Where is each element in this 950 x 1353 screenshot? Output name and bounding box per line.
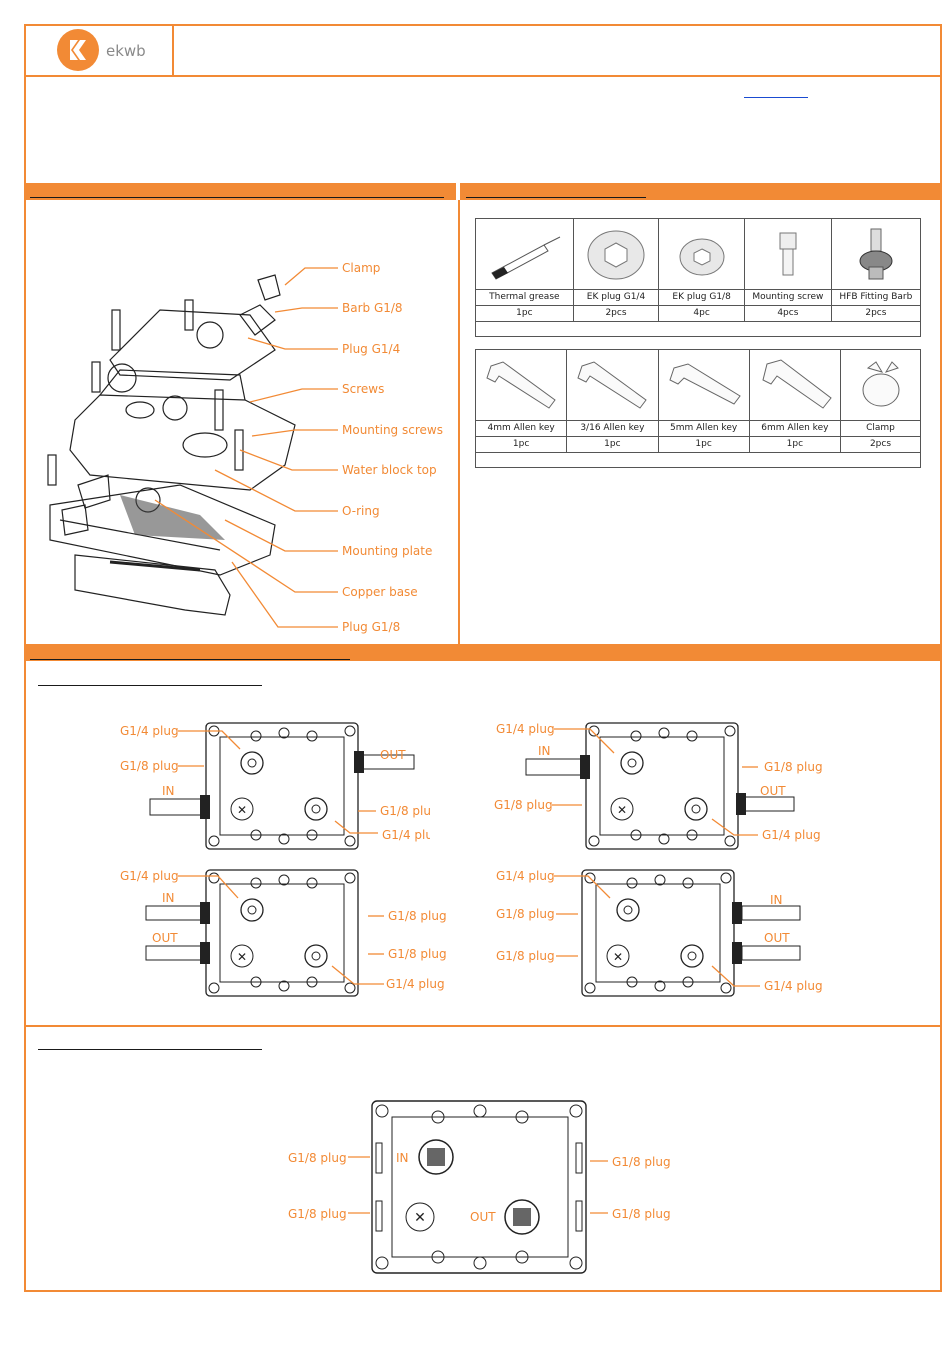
config-d-diagram: G1/4 plug G1/8 plug G1/8 plug IN OUT G1/… [496, 869, 823, 997]
config-a-label-5: G1/8 plug [380, 804, 430, 818]
acc-item-label: Mounting screw [743, 289, 832, 306]
svg-text:✕: ✕ [414, 1210, 426, 1226]
acc-item-label: HFB Fitting Barb [830, 289, 922, 306]
section-bar-divider [456, 183, 460, 200]
config-c-label-4: G1/8 plug [388, 909, 447, 923]
config-c-label-5: G1/8 plug [388, 947, 447, 961]
acc-item-qty: 1pc [566, 436, 659, 453]
config-d-label-6: G1/4 plug [764, 979, 823, 993]
acc-item-qty: 4pc [658, 305, 745, 322]
top-config-diagram: ✕ G1/8 plug G1/8 plug IN OUT G1/8 plug G… [288, 1100, 671, 1274]
clamp-image [840, 349, 921, 421]
acc-item-qty: 1pc [475, 305, 574, 322]
hfb-fitting-barb-image [830, 218, 922, 290]
top-config-label-left-1: G1/8 plug [288, 1151, 347, 1165]
allen-key-6mm-image [748, 349, 842, 421]
acc-item-label: 3/16 Allen key [566, 420, 659, 437]
mounting-screw-image [743, 218, 832, 290]
accessories-heading-underline [466, 197, 646, 198]
acc-item-label: EK plug G1/8 [658, 289, 745, 306]
acc-item-qty: 2pcs [840, 436, 921, 453]
config-d-label-in: IN [770, 893, 783, 907]
acc-item-label: Thermal grease [475, 289, 574, 306]
ekwb-logo: ekwb [56, 27, 166, 73]
top-config-subheading-underline [38, 1049, 262, 1050]
config-d-label-out: OUT [764, 931, 790, 945]
config-b-label-in: IN [538, 744, 551, 758]
config-b-label-out: OUT [760, 784, 786, 798]
header-divider [172, 24, 174, 77]
acc-item-qty: 1pc [748, 436, 842, 453]
config-subheading-underline [38, 685, 262, 686]
exploded-label-mounting-plate: Mounting plate [342, 544, 433, 558]
accessories-table-1: Thermal grease EK plug G1/4 EK plug G1/8… [475, 218, 922, 337]
acc-item-label: 6mm Allen key [748, 420, 842, 437]
top-config-label-right-2: G1/8 plug [612, 1207, 671, 1221]
acc-item-label: EK plug G1/4 [572, 289, 660, 306]
config-b-label-1: G1/4 plug [496, 722, 555, 736]
acc-item-qty: 1pc [474, 436, 568, 453]
config-c-label-1: G1/4 plug [120, 869, 179, 883]
config-a-label-in: IN [162, 784, 175, 798]
config-a-label-1: G1/4 plug [120, 724, 179, 738]
allen-key-4mm-image [474, 349, 568, 421]
accessories-table-2: 4mm Allen key 3/16 Allen key 5mm Allen k… [474, 349, 921, 468]
header-frame [24, 24, 942, 77]
config-b-label-4: G1/8 plug [764, 760, 823, 774]
config-panel [24, 661, 942, 1027]
exploded-label-water-block-top: Water block top [342, 463, 437, 477]
allen-key-5mm-image [657, 349, 750, 421]
ek-plug-g14-image [572, 218, 660, 290]
config-a-label-out: OUT [380, 748, 406, 762]
config-b-diagram: G1/4 plug IN G1/8 plug G1/8 plug OUT G1/… [494, 722, 823, 850]
ek-plug-g18-image [658, 218, 745, 290]
config-b-label-6: G1/4 plug [762, 828, 821, 842]
config-c-label-in: IN [162, 891, 175, 905]
exploded-label-mounting-screws: Mounting screws [342, 423, 443, 437]
section-bar-configurations [24, 644, 942, 661]
config-c-diagram: G1/4 plug IN OUT G1/8 plug G1/8 plug G1/… [120, 869, 447, 997]
exploded-label-copper-base: Copper base [342, 585, 418, 599]
config-heading-underline [30, 659, 350, 660]
logo-text: ekwb [106, 42, 146, 60]
acc-item-label: 4mm Allen key [474, 420, 568, 437]
section-bar-parts [24, 183, 942, 200]
exploded-label-plug-g14: Plug G1/4 [342, 342, 401, 356]
acc-item-qty: 2pcs [830, 305, 922, 322]
intro-frame [24, 75, 942, 183]
acc-item-qty: 4pcs [743, 305, 832, 322]
config-d-label-2: G1/8 plug [496, 907, 555, 921]
exploded-callout-lines [154, 267, 338, 628]
exploded-label-plug-g18: Plug G1/8 [342, 620, 401, 634]
acc-empty-row [475, 321, 921, 337]
top-config-label-in: IN [396, 1151, 409, 1165]
acc-item-label: Clamp [840, 420, 921, 437]
config-d-label-3: G1/8 plug [496, 949, 555, 963]
top-config-label-left-2: G1/8 plug [288, 1207, 347, 1221]
config-c-label-6: G1/4 plug [386, 977, 445, 991]
acc-empty-row [475, 452, 921, 468]
acc-item-qty: 1pc [657, 436, 750, 453]
config-a-diagram: G1/4 plug G1/8 plug IN OUT G1/8 plug G1/… [120, 722, 430, 850]
allen-key-316-image [566, 349, 659, 421]
exploded-panel [24, 200, 460, 645]
exploded-label-barb: Barb G1/8 [342, 301, 403, 315]
config-a-label-6: G1/4 plug [382, 828, 430, 842]
accessories-panel [458, 200, 942, 645]
config-a-label-2: G1/8 plug [120, 759, 179, 773]
intro-link[interactable] [744, 97, 808, 98]
top-config-label-out: OUT [470, 1210, 496, 1224]
config-c-label-out: OUT [152, 931, 178, 945]
config-b-label-3: G1/8 plug [494, 798, 553, 812]
exploded-heading-underline [30, 197, 444, 198]
exploded-label-clamp: Clamp [342, 261, 381, 275]
top-config-label-right-1: G1/8 plug [612, 1155, 671, 1169]
acc-item-qty: 2pcs [572, 305, 660, 322]
acc-item-label: 5mm Allen key [657, 420, 750, 437]
thermal-grease-image [475, 218, 574, 290]
top-config-panel [24, 1025, 942, 1292]
exploded-label-o-ring: O-ring [342, 504, 380, 518]
config-d-label-1: G1/4 plug [496, 869, 555, 883]
exploded-label-screws: Screws [342, 382, 385, 396]
